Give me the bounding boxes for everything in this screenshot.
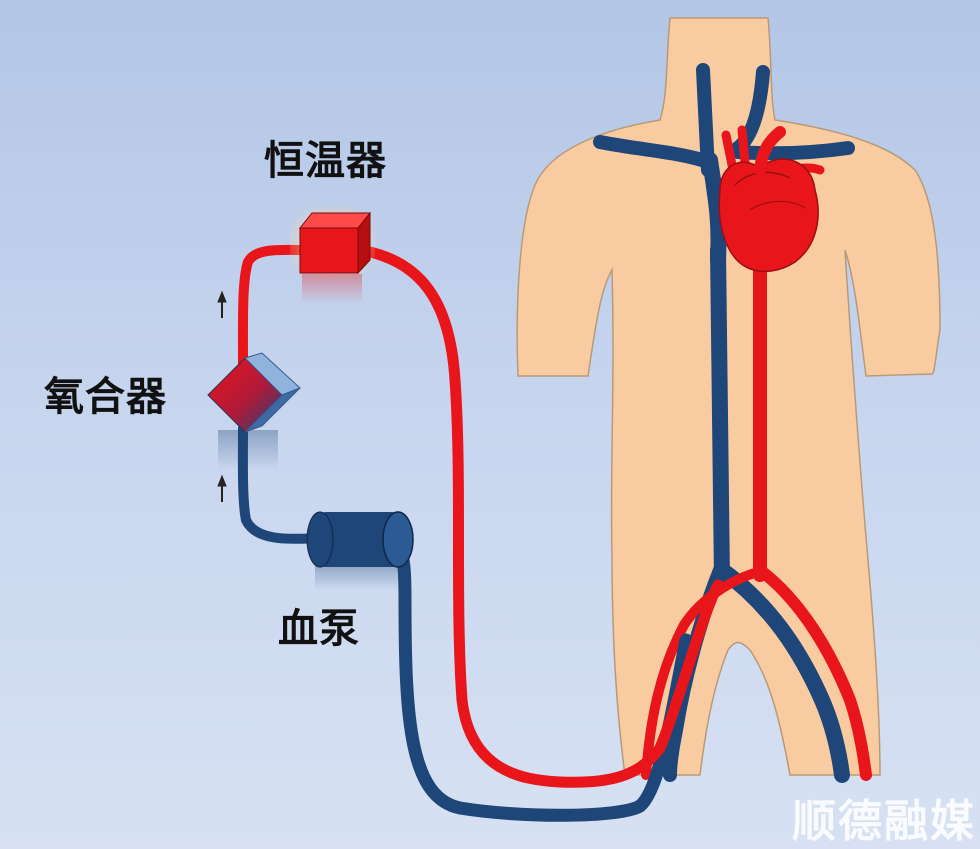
blood-pump-label: 血泵 (278, 606, 360, 652)
arrow-up-icon-lower (217, 474, 227, 502)
left-iliac-artery (641, 567, 763, 780)
oxygenator-label: 氧合器 (44, 374, 167, 420)
right-iliac-artery (754, 564, 872, 781)
venous-drainage-tube (391, 538, 693, 822)
blood-pump-device (306, 511, 414, 590)
arterial-return-tube (354, 244, 724, 788)
body-silhouette (516, 17, 941, 776)
heart (718, 126, 819, 273)
right-iliac-vein (714, 562, 850, 783)
oxygenator-to-thermostat-tube (237, 244, 307, 370)
watermark-logo: 顺德融媒 (792, 796, 976, 847)
right-subclavian-vein (731, 141, 855, 161)
oxygenator-device (207, 352, 301, 470)
thermostat-device (290, 207, 375, 304)
left-subclavian-vein (593, 135, 715, 169)
inferior-vena-cava (710, 242, 730, 588)
arrow-up-icon-upper (217, 290, 227, 318)
thermostat-label: 恒温器 (264, 138, 387, 184)
flow-arrows (217, 290, 227, 502)
